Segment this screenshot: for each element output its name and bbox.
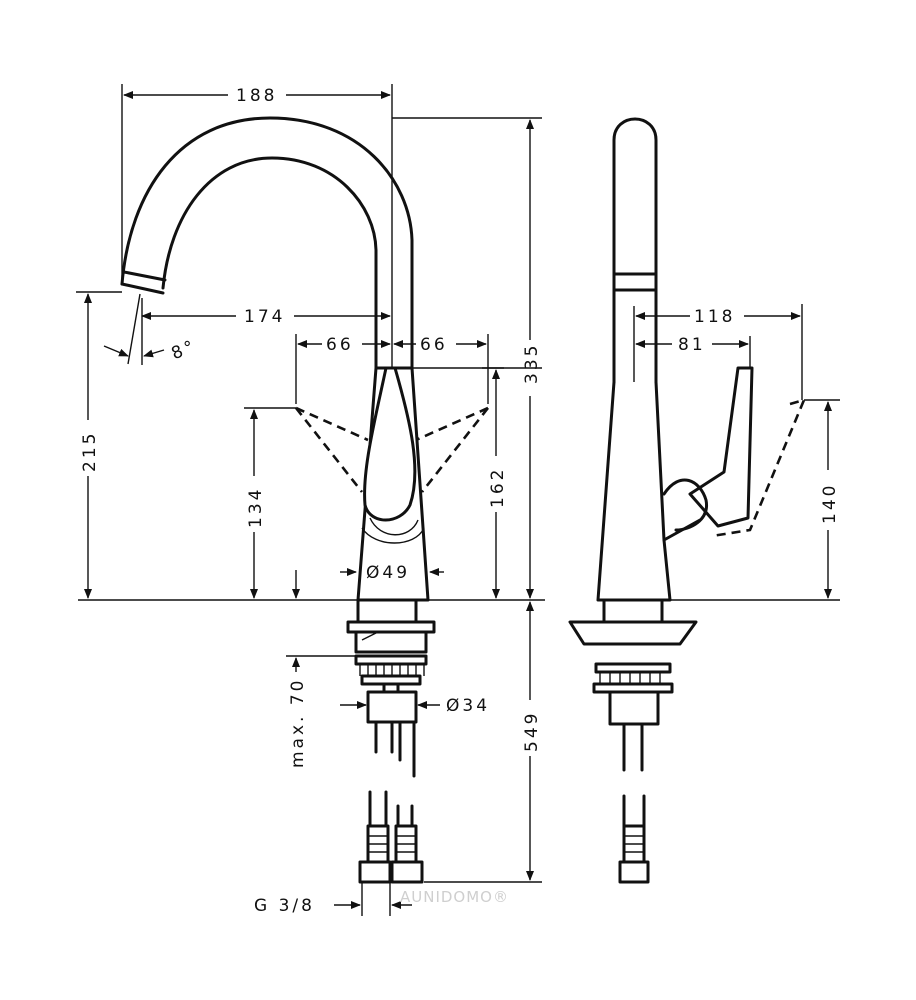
front-view — [78, 116, 545, 884]
faucet-body — [356, 366, 430, 602]
dim-connection: G 3/8 — [254, 896, 315, 916]
dimension-labels: 188 174 8° 66 66 335 215 134 162 Ø49 max… — [80, 86, 840, 916]
dim-lever-right: 66 — [420, 335, 448, 355]
dimension-lines — [76, 84, 840, 916]
dim-lever-left: 66 — [326, 335, 354, 355]
side-spout — [612, 117, 658, 384]
dim-width-top: 188 — [236, 86, 277, 106]
lever-front — [363, 366, 417, 522]
dim-lever-height-left: 134 — [246, 487, 266, 528]
dim-hose-length: 549 — [522, 711, 542, 752]
dim-spout-angle: 8° — [169, 336, 200, 364]
dim-total-height: 335 — [522, 343, 542, 384]
dim-side-reach-outer: 118 — [694, 307, 735, 327]
dim-side-lever-height: 140 — [820, 483, 840, 524]
dim-spout-reach: 174 — [244, 307, 285, 327]
dim-body-diameter: Ø49 — [366, 563, 410, 583]
watermark: AUNIDOMO® — [400, 888, 509, 906]
dim-lever-height-right: 162 — [488, 467, 508, 508]
side-view — [568, 117, 840, 884]
dim-side-reach-inner: 81 — [678, 335, 706, 355]
dim-spout-height: 215 — [80, 431, 100, 472]
spout-inner — [161, 156, 378, 370]
spout-outer — [120, 116, 414, 370]
dim-shank-diameter: Ø34 — [446, 696, 490, 716]
dim-max-thickness: max. 70 — [288, 678, 308, 768]
